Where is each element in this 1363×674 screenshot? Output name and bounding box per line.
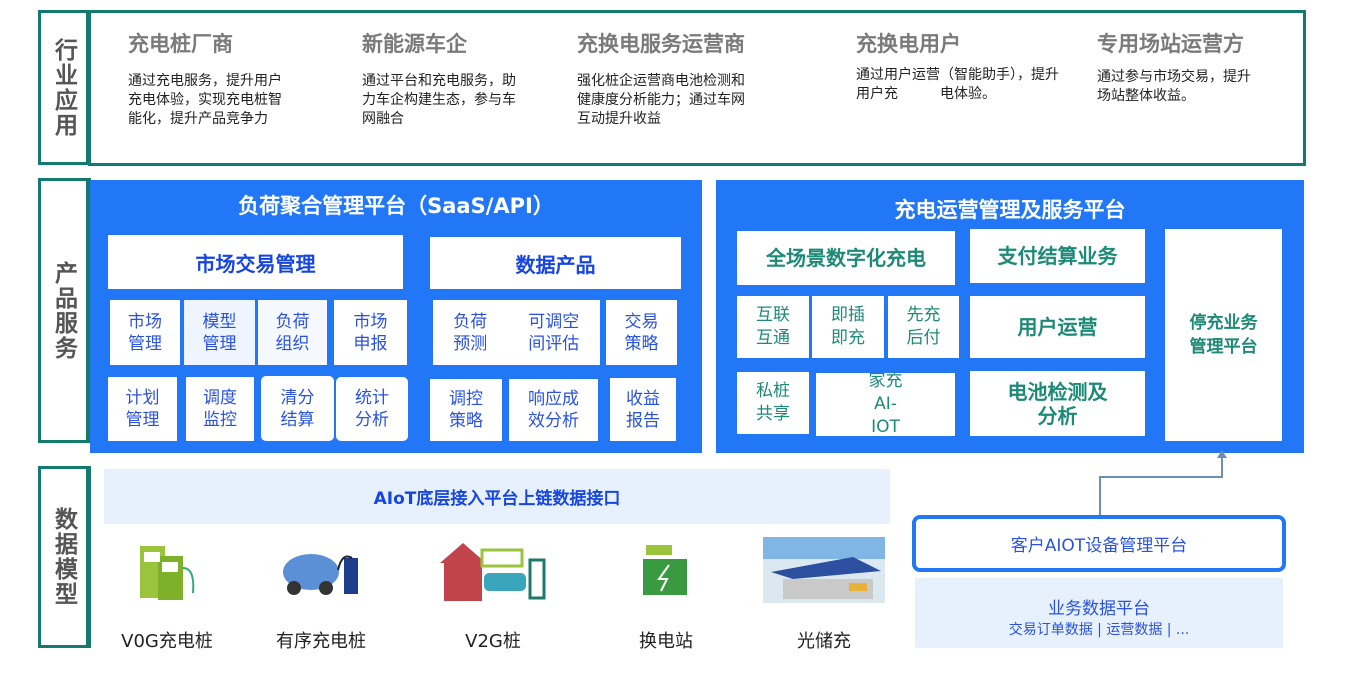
v2g-icon — [428, 535, 558, 605]
item-market-report[interactable]: 市场申报 — [334, 300, 407, 365]
item-battery-analysis[interactable]: 电池检测及分析 — [970, 371, 1145, 436]
load-platform-title: 负荷聚合管理平台（SaaS/API） — [238, 194, 554, 218]
charge-platform-title: 充电运营管理及服务平台 — [894, 198, 1126, 222]
industry-2: 新能源车企通过平台和充电服务，助力车企构建生态，参与车网融合 — [362, 28, 527, 129]
industry-desc: 通过参与市场交易，提升场站整体收益。 — [1097, 69, 1251, 104]
industry-desc: 强化桩企运营商电池检测和健康度分析能力；通过车网互动提升收益 — [577, 73, 745, 127]
item-digital-charging[interactable]: 全场景数字化充电 — [737, 231, 955, 285]
biz-data-platform[interactable]: 业务数据平台 交易订单数据 | 运营数据 | ... — [915, 578, 1283, 648]
item-plan-mgmt[interactable]: 计划管理 — [108, 377, 177, 441]
device-label: V2G桩 — [465, 631, 521, 652]
industry-title: 专用场站运营方 — [1097, 32, 1244, 56]
biz-data-sub: 交易订单数据 | 运营数据 | ... — [1008, 622, 1190, 638]
item-plug-charge[interactable]: 即插即充 — [812, 296, 884, 358]
products-frame — [88, 178, 91, 443]
industry-4: 充换电用户通过用户运营（智能助手），提升用户充 电体验。 — [856, 28, 1066, 104]
label-industry: 行业应用 — [38, 10, 89, 165]
device-label: 有序充电桩 — [276, 631, 366, 652]
industry-frame — [88, 10, 1306, 166]
ev-charging-icon — [256, 535, 386, 605]
item-user-ops[interactable]: 用户运营 — [970, 296, 1145, 358]
label-products: 产品服务 — [38, 178, 89, 443]
item-market-mgmt[interactable]: 市场管理 — [110, 300, 180, 365]
data-products[interactable]: 数据产品 — [430, 237, 681, 289]
item-load-org[interactable]: 负荷组织 — [258, 300, 327, 365]
item-load-forecast-group[interactable]: 负荷预测 可调空间评估 — [433, 300, 600, 365]
device-label: 换电站 — [639, 631, 693, 652]
label-data: 数据模型 — [38, 466, 89, 648]
device-ordered: 有序充电桩 — [256, 535, 386, 653]
industry-desc: 通过充电服务，提升用户充电体验，实现充电桩智能化，提升产品竞争力 — [128, 73, 282, 127]
industry-title: 新能源车企 — [362, 32, 467, 56]
biz-data-title: 业务数据平台 — [1048, 599, 1150, 619]
item-trade-strategy[interactable]: 交易策略 — [606, 300, 677, 365]
item-revenue-report[interactable]: 收益报告 — [610, 378, 676, 441]
item-dispatch-monitor[interactable]: 调度监控 — [186, 377, 254, 441]
industry-title: 充换电服务运营商 — [577, 32, 745, 56]
market-trading[interactable]: 市场交易管理 — [108, 235, 403, 289]
industry-3: 充换电服务运营商强化桩企运营商电池检测和健康度分析能力；通过车网互动提升收益 — [577, 28, 757, 129]
item-payment[interactable]: 支付结算业务 — [970, 229, 1145, 283]
industry-desc: 通过平台和充电服务，助力车企构建生态，参与车网融合 — [362, 73, 516, 127]
aiot-banner: AIoT底层接入平台上链数据接口 — [104, 469, 890, 524]
item-parking-charging-platform[interactable]: 停充业务管理平台 — [1165, 229, 1282, 441]
device-swap: 换电站 — [601, 535, 731, 653]
solar-station-icon — [759, 535, 889, 605]
industry-title: 充换电用户 — [856, 32, 961, 56]
item-load-forecast: 负荷预测 — [453, 311, 488, 354]
item-home-charging[interactable]: 家充AI-IOT — [816, 371, 955, 437]
device-label: 光储充 — [797, 631, 851, 652]
item-model-mgmt[interactable]: 模型管理 — [184, 300, 255, 365]
item-interconnect[interactable]: 互联互通 — [737, 296, 809, 358]
industry-1: 充电桩厂商通过充电服务，提升用户充电体验，实现充电桩智能化，提升产品竞争力 — [128, 28, 293, 129]
data-frame — [88, 466, 91, 648]
item-control-strategy[interactable]: 调控策略 — [430, 379, 502, 441]
connector-line — [1099, 450, 1227, 516]
device-v0g: V0G充电桩 — [102, 535, 232, 653]
item-stats-analysis[interactable]: 统计分析 — [336, 377, 408, 441]
battery-swap-icon — [601, 535, 731, 605]
item-settlement[interactable]: 清分结算 — [261, 376, 334, 441]
industry-title: 充电桩厂商 — [128, 32, 233, 56]
device-pv-storage: 光储充 — [759, 535, 889, 653]
v0g-charger-icon — [102, 535, 232, 605]
customer-aiot-platform[interactable]: 客户AIOT设备管理平台 — [912, 515, 1286, 572]
industry-desc: 通过用户运营（智能助手），提升用户充 电体验。 — [856, 67, 1059, 102]
item-adjustable-eval: 可调空间评估 — [528, 311, 580, 354]
industry-5: 专用场站运营方通过参与市场交易，提升场站整体收益。 — [1097, 28, 1262, 106]
item-private-pile-sharing[interactable]: 私桩共享 — [737, 372, 809, 434]
item-charge-pay-later[interactable]: 先充后付 — [888, 296, 959, 358]
item-response-analysis[interactable]: 响应成效分析 — [509, 379, 598, 441]
device-v2g: V2G桩 — [428, 535, 558, 653]
device-label: V0G充电桩 — [121, 631, 213, 652]
